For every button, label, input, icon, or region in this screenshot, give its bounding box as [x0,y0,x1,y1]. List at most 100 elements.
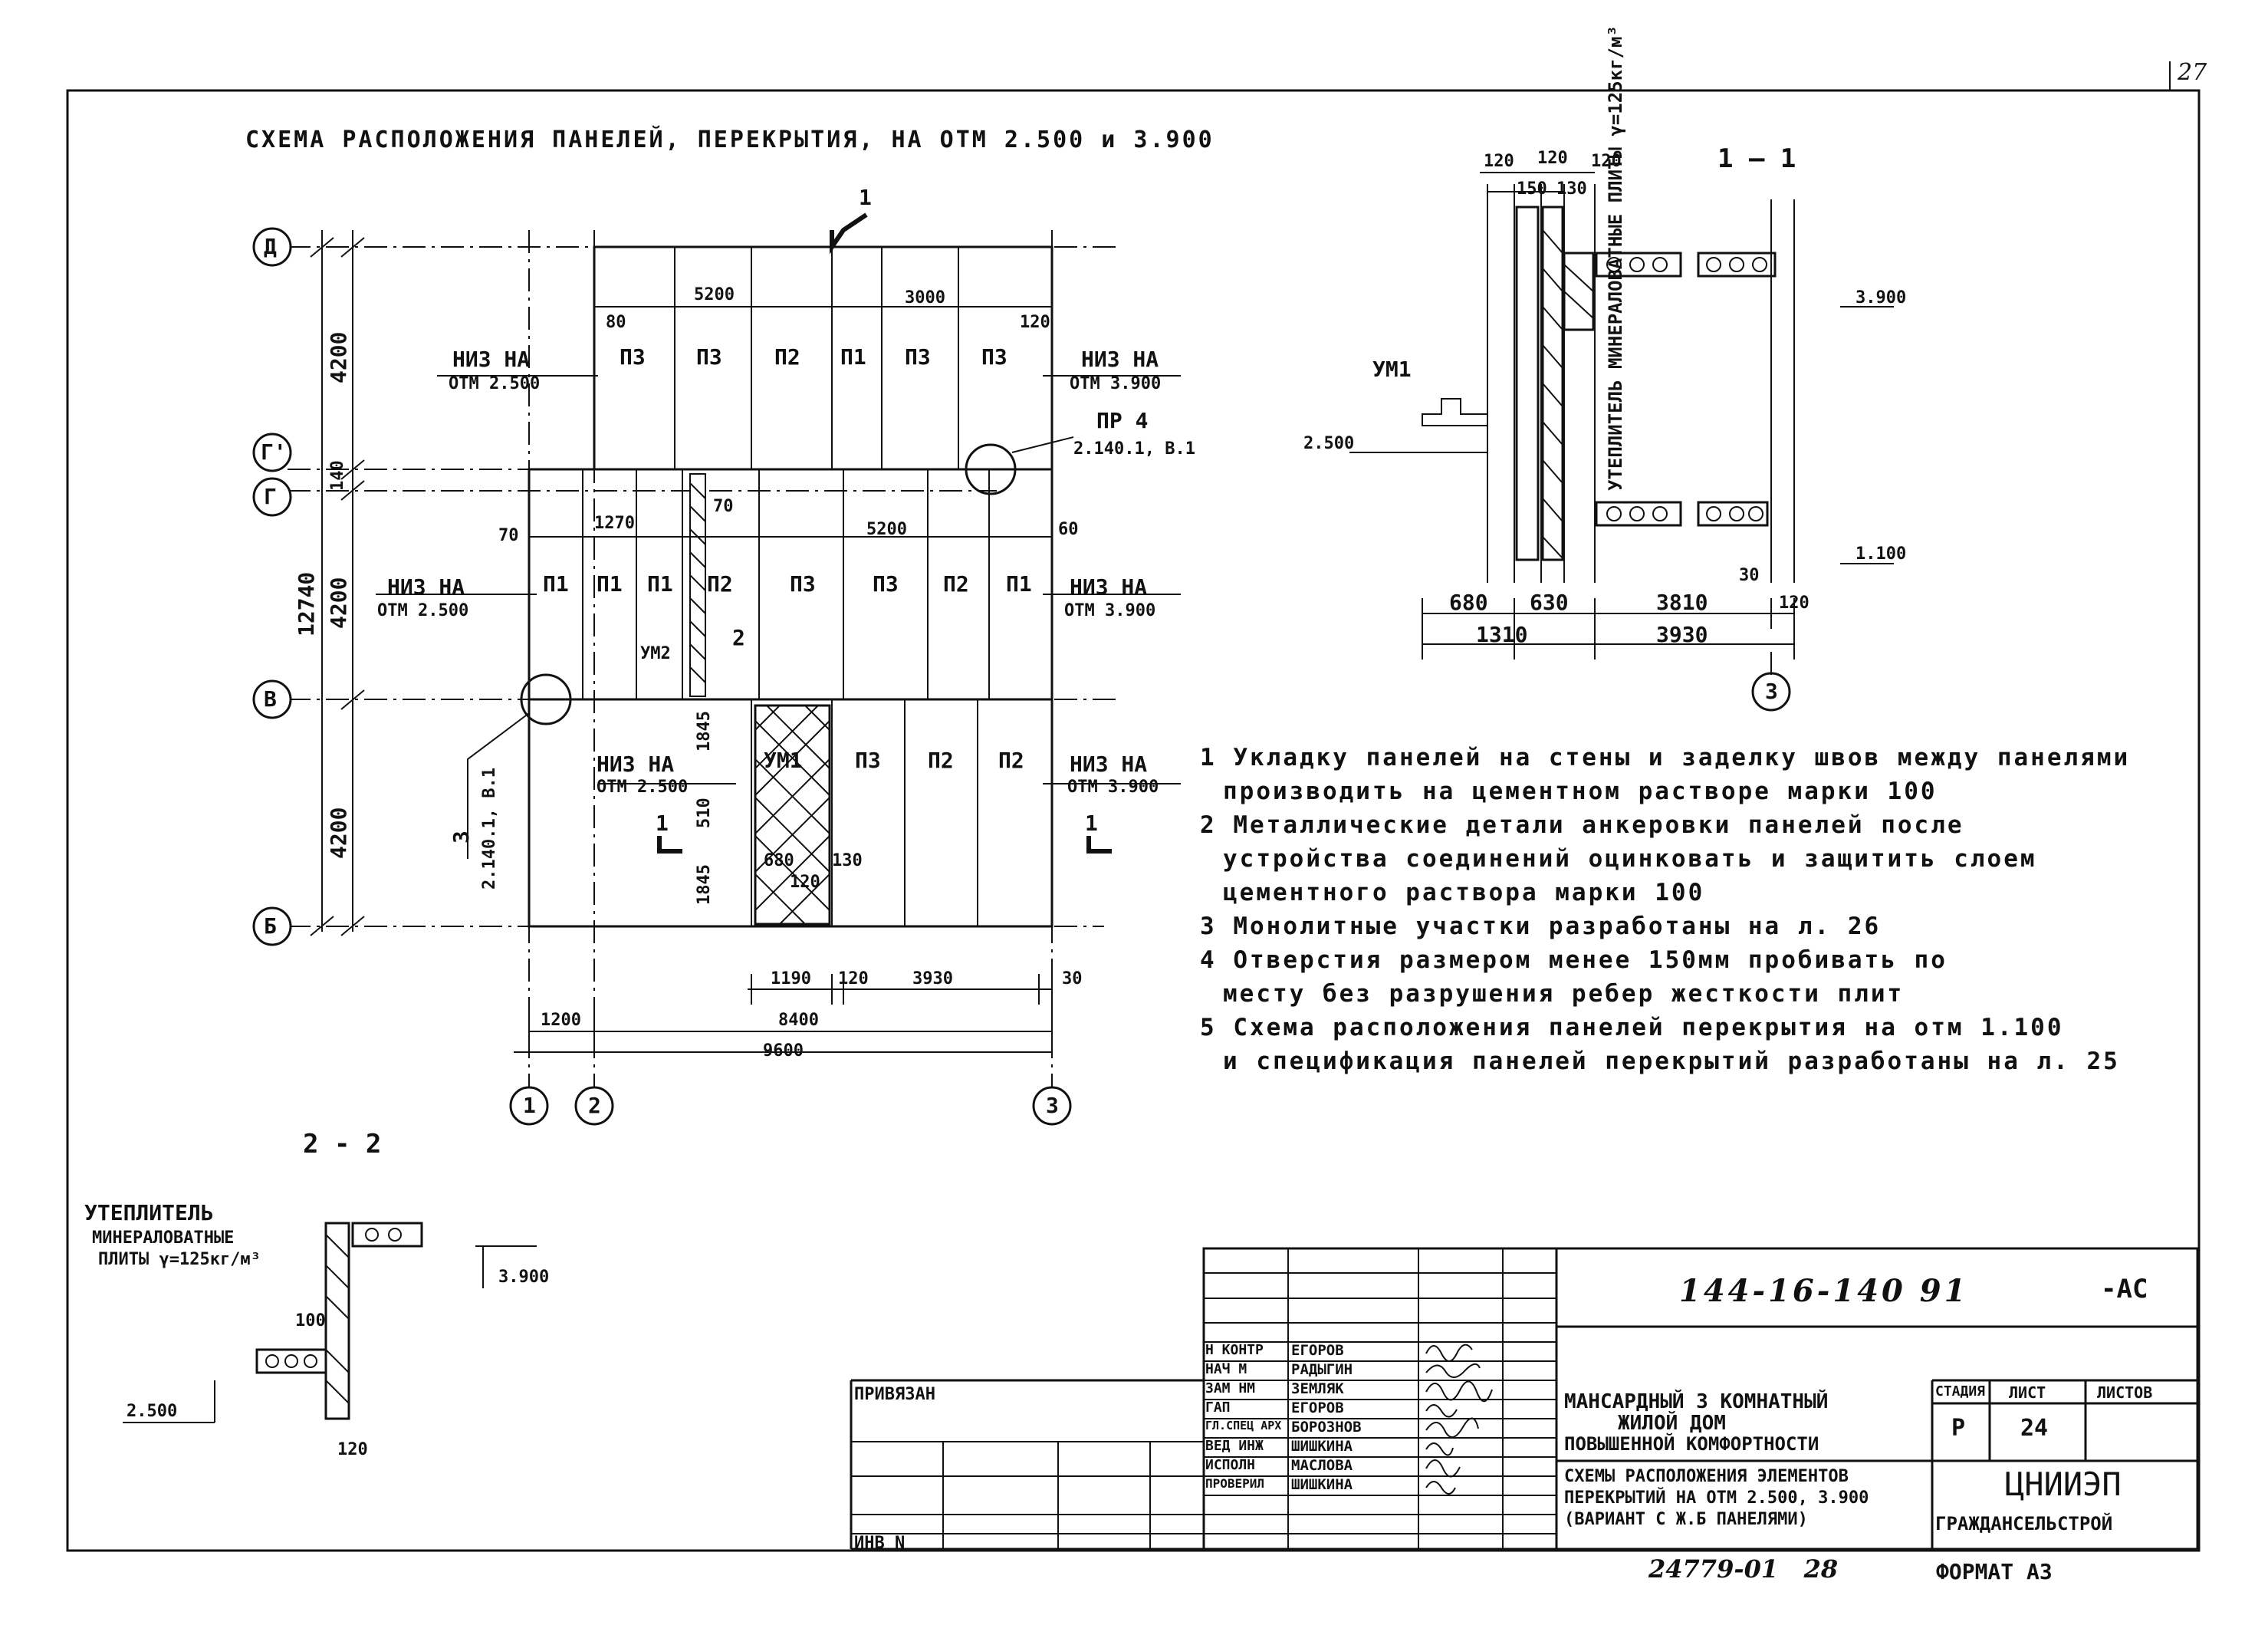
s11-dim-bottom-4: 120 [1779,594,1809,613]
dim-1200: 1200 [541,1011,581,1030]
lower-panel-joints [751,699,978,926]
name-0: ЕГОРОВ [1291,1342,1344,1359]
stage-value: Р [1951,1415,1966,1442]
role-2: ЗАМ НМ [1205,1380,1256,1396]
axis-label-g: Г [264,484,277,509]
sheet-frame [66,89,2201,1552]
dim-3930: 3930 [912,969,953,988]
axis-label-b: Б [264,913,277,939]
lower-panel-block [528,698,1053,928]
role-6: ИСПОЛН [1205,1457,1256,1473]
dim-30: 30 [1062,969,1083,988]
cut-2-label: 2 [732,625,745,650]
s22-insulation: УТЕПЛИТЕЛЬ [84,1200,214,1225]
otm-l-left: ОТМ 2.500 [597,778,689,797]
s11-dim-bottom2-1: 1310 [1476,622,1528,647]
s11-dim-top2-1: 150 [1517,179,1547,199]
dim-1270: 1270 [594,514,635,533]
project-title-1: МАНСАРДНЫЙ 3 КОМНАТНЫЙ [1564,1390,1829,1413]
niz-label-u-right: НИЗ НА [1081,347,1159,372]
note-2c: цементного раствора марки 100 [1223,879,1705,906]
panel-m-2: П1 [597,571,623,597]
name-4: БОРОЗНОВ [1291,1419,1362,1436]
axis-label-g1: Г' [261,439,287,465]
niz-label-l-right: НИЗ НА [1070,752,1148,777]
note-4b: месту без разрушения ребер жесткости пли… [1223,980,1905,1008]
panel-l-3: П2 [928,748,954,773]
s22-insulation-sub2: ПЛИТЫ γ=125кг/м³ [98,1250,261,1269]
panel-u-3: П2 [774,344,800,370]
panel-m-7: П2 [943,571,969,597]
niz-label-u-left: НИЗ НА [452,347,531,372]
role-4: ГЛ.СПЕЦ АРХ [1205,1419,1282,1432]
role-3: ГАП [1205,1400,1231,1416]
s11-dim-top2-2: 130 [1556,179,1587,199]
pr4-label: ПР 4 [1096,408,1149,433]
dim-5200-mid: 5200 [866,520,907,539]
dim-1190: 1190 [771,969,811,988]
panel-m-3: П1 [647,571,673,597]
panel-m-6: П3 [873,571,899,597]
axis-label-d: Д [264,234,277,259]
dim-120-bot: 120 [838,969,869,988]
role-7: ПРОВЕРИЛ [1205,1476,1265,1491]
axis-label-v: В [264,686,277,712]
panel-u-2: П3 [696,344,722,370]
axis-bubbles [252,227,1072,1126]
inv-label: ИНВ N [854,1534,906,1553]
otm-m-right: ОТМ 3.900 [1064,601,1156,620]
section-2-2-title: 2 - 2 [303,1129,382,1159]
project-title-3: ПОВЫШЕННОЙ КОМФОРТНОСТИ [1564,1433,1819,1455]
s11-dim-bottom-3: 3810 [1656,590,1708,615]
otm-u-right: ОТМ 3.900 [1070,374,1162,393]
axis-label-1: 1 [523,1093,536,1118]
note-4a: 4 Отверстия размером менее 150мм пробива… [1200,946,1948,974]
note-2a: 2 Металлические детали анкеровки панелей… [1200,811,1964,839]
s22-dim-120: 120 [337,1440,368,1459]
s11-dim-top-2: 120 [1537,149,1568,168]
niz-label-m-left: НИЗ НА [387,574,465,600]
list-label: ЛИСТ [2009,1383,2046,1402]
dim-5200-top: 5200 [694,285,735,304]
dim-9600: 9600 [763,1041,804,1061]
name-6: МАСЛОВА [1291,1457,1353,1474]
note-1b: производить на цементном растворе марки … [1223,778,1938,805]
stage-label: СТАДИЯ [1935,1383,1986,1400]
axis-label-2: 2 [588,1093,601,1118]
dim-60: 60 [1058,520,1079,539]
um2-label: УМ2 [640,644,671,663]
ref-node-top: 2.140.1, В.1 [1073,439,1195,459]
s22-level-3900: 3.900 [498,1268,550,1287]
panel-l-1: УМ1 [764,748,803,773]
plan-title: СХЕМА РАСПОЛОЖЕНИЯ ПАНЕЛЕЙ, ПЕРЕКРЫТИЯ, … [245,127,1215,153]
panel-u-6: П3 [981,344,1007,370]
role-0: Н КОНТР [1205,1342,1264,1358]
copy-number-value: 28 [1803,1554,1839,1584]
note-2b: устройства соединений оцинковать и защит… [1223,845,2037,873]
panel-u-5: П3 [905,344,931,370]
privyazan-label: ПРИВЯЗАН [854,1385,935,1404]
role-5: ВЕД ИНЖ [1205,1438,1264,1454]
archive-number: 24779-01 28 [1648,1557,1838,1581]
note-1a: 1 Укладку панелей на стены и заделку шво… [1200,744,2131,771]
s11-dim-bottom2-2: 3930 [1656,622,1708,647]
dim-120-top: 120 [1020,313,1050,332]
sheet-title-3: (ВАРИАНТ С Ж.Б ПАНЕЛЯМИ) [1564,1510,1808,1529]
sheet-title-1: СХЕМЫ РАСПОЛОЖЕНИЯ ЭЛЕМЕНТОВ [1564,1467,1849,1486]
dim-3000: 3000 [905,288,945,308]
otm-m-left: ОТМ 2.500 [377,601,469,620]
page-number: 27 [2178,59,2207,86]
cut-mark-1-right: 1 [1085,811,1098,836]
panel-u-1: П3 [620,344,646,370]
sheet-title-2: ПЕРЕКРЫТИЙ НА ОТМ 2.500, 3.900 [1564,1488,1869,1508]
name-2: ЗЕМЛЯК [1291,1380,1344,1397]
lists-label: ЛИСТОВ [2097,1383,2153,1402]
niz-label-l-left: НИЗ НА [597,752,675,777]
section-2-2-drawing [123,1222,537,1423]
name-5: ШИШКИНА [1291,1438,1353,1455]
panel-l-4: П2 [998,748,1024,773]
note-5a: 5 Схема расположения панелей перекрытия … [1200,1014,2064,1041]
s11-um1: УМ1 [1372,357,1412,382]
